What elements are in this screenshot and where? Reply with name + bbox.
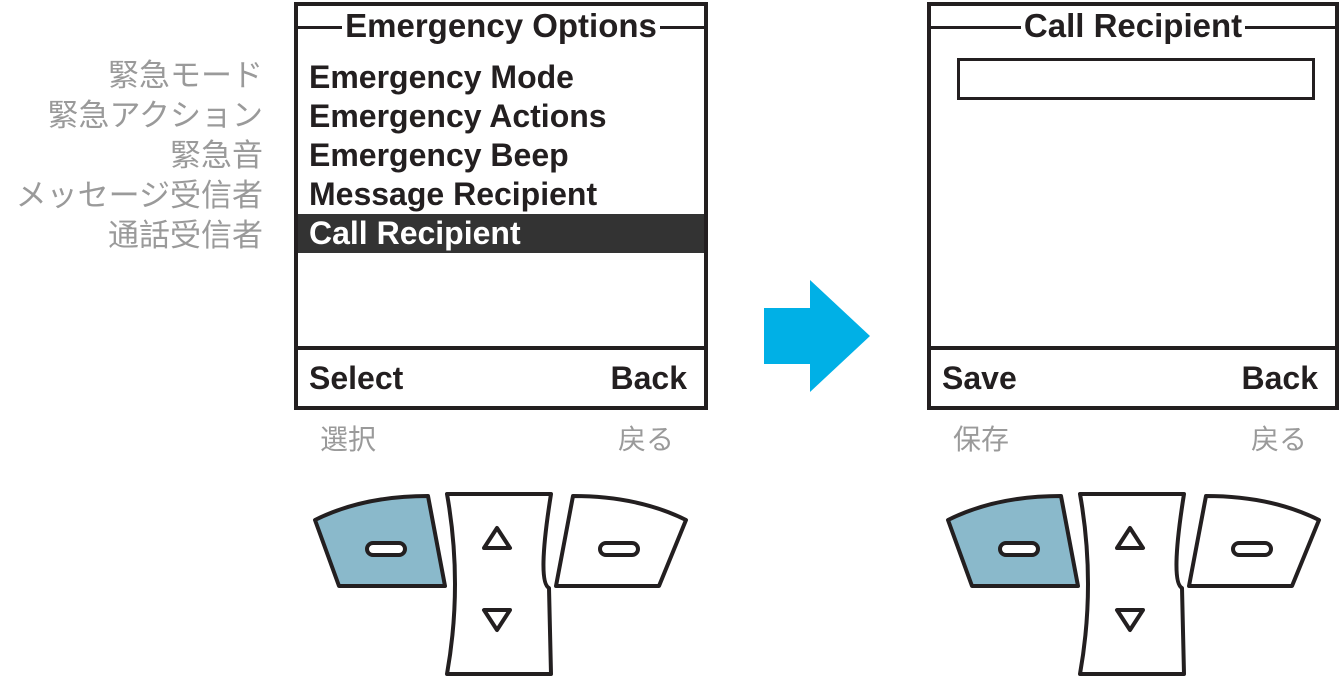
screen-call-recipient: Call Recipient Save Back xyxy=(927,2,1339,410)
annotation-select-jp: 選択 xyxy=(320,423,377,456)
screen-title: Call Recipient xyxy=(1023,7,1243,44)
down-arrow-icon xyxy=(1115,608,1145,632)
title-rule-right xyxy=(1245,26,1336,29)
menu-item-call-recipient[interactable]: Call Recipient xyxy=(298,214,704,253)
nav-updown-key[interactable] xyxy=(445,492,553,676)
right-softkey[interactable] xyxy=(1187,494,1321,588)
minus-icon xyxy=(598,541,640,557)
softkey-back[interactable]: Back xyxy=(1241,359,1319,396)
left-softkey[interactable] xyxy=(946,494,1080,588)
up-arrow-icon xyxy=(1115,526,1145,550)
annotation-emergency-actions: 緊急アクション xyxy=(47,98,263,134)
up-arrow-icon xyxy=(482,526,512,550)
minus-icon xyxy=(998,541,1040,557)
screen-emergency-options: Emergency Options Emergency Mode Emergen… xyxy=(294,2,708,410)
nav-updown-key[interactable] xyxy=(1078,492,1186,676)
keypad-right xyxy=(946,492,1321,676)
menu-item-emergency-beep[interactable]: Emergency Beep xyxy=(309,137,569,173)
right-softkey[interactable] xyxy=(554,494,688,588)
annotation-back-jp: 戻る xyxy=(618,423,675,456)
softkey-select[interactable]: Select xyxy=(309,359,404,396)
title-rule-left xyxy=(931,26,1021,29)
title-rule-left xyxy=(298,26,343,29)
screen-title-bar: Call Recipient xyxy=(931,2,1336,50)
screen-title-bar: Emergency Options xyxy=(298,2,704,50)
menu-list: Emergency Mode Emergency Actions Emergen… xyxy=(298,58,704,253)
softkey-bar: Select Back xyxy=(298,346,704,406)
annotation-back-jp: 戻る xyxy=(1251,423,1308,456)
down-arrow-icon xyxy=(482,608,512,632)
transition-arrow-icon xyxy=(764,280,870,392)
softkey-save[interactable]: Save xyxy=(942,359,1017,396)
screen-title: Emergency Options xyxy=(345,7,657,44)
menu-annotations-jp: 緊急モード 緊急アクション 緊急音 メッセージ受信者 通話受信者 xyxy=(16,56,263,256)
recipient-input[interactable] xyxy=(957,58,1315,100)
minus-icon xyxy=(1231,541,1273,557)
annotation-emergency-beep: 緊急音 xyxy=(170,138,263,174)
annotation-call-recipient: 通話受信者 xyxy=(108,218,263,254)
menu-item-emergency-actions[interactable]: Emergency Actions xyxy=(309,98,607,134)
menu-item-emergency-mode[interactable]: Emergency Mode xyxy=(309,59,574,95)
title-rule-right xyxy=(659,26,704,29)
annotation-save-jp: 保存 xyxy=(953,423,1010,456)
softkey-back[interactable]: Back xyxy=(610,359,688,396)
keypad-left xyxy=(313,492,688,676)
left-softkey[interactable] xyxy=(313,494,447,588)
annotation-message-recipient: メッセージ受信者 xyxy=(15,178,263,214)
menu-item-message-recipient[interactable]: Message Recipient xyxy=(309,176,598,212)
minus-icon xyxy=(365,541,407,557)
softkey-bar: Save Back xyxy=(931,346,1335,406)
annotation-emergency-mode: 緊急モード xyxy=(108,58,263,94)
